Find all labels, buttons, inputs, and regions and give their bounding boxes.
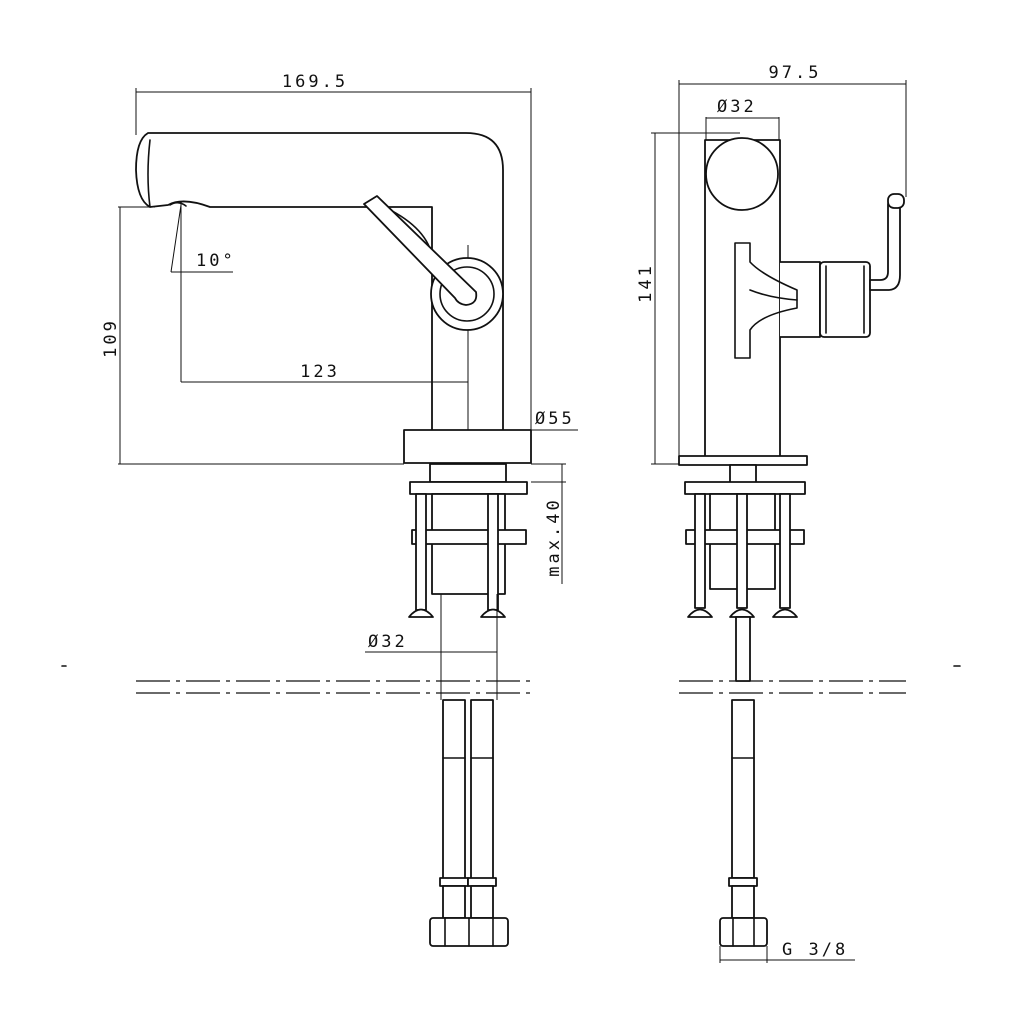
thread-label: G 3/8 — [782, 940, 848, 960]
dimension-thread: G 3/8 — [719, 940, 855, 963]
dimension-width: 169.5 — [135, 72, 532, 440]
dimension-deck: max.40 — [531, 463, 566, 584]
dimension-depth: 97.5 — [678, 63, 907, 463]
angle-label: 10° — [196, 251, 236, 271]
spout-diameter-label: Ø32 — [717, 97, 757, 117]
side-body — [704, 137, 821, 461]
side-base-plate — [678, 455, 808, 466]
side-hose — [719, 616, 768, 947]
aerator-angle: 10° — [169, 201, 236, 382]
side-view: 97.5 Ø32 141 — [636, 63, 907, 963]
dimension-side-height: 141 — [636, 132, 740, 465]
base-plate: Ø55 — [403, 409, 578, 464]
side-mounting — [684, 464, 806, 618]
side-lever — [819, 193, 905, 338]
deck-thickness-label: max.40 — [544, 497, 564, 576]
base-diameter-label: Ø55 — [535, 409, 575, 429]
dimension-width-label: 169.5 — [282, 72, 348, 92]
dimension-depth-label: 97.5 — [769, 63, 822, 83]
dimension-reach-label: 123 — [300, 362, 340, 382]
dimension-tail: Ø32 — [365, 594, 498, 700]
dimension-height-label: 109 — [101, 318, 121, 358]
dimension-side-height-label: 141 — [636, 263, 656, 303]
front-view: 169.5 109 10° 123 — [101, 72, 578, 947]
dimension-height: 109 — [101, 206, 404, 465]
front-hoses — [429, 699, 509, 947]
front-lever — [363, 195, 504, 331]
tail-diameter-label: Ø32 — [368, 632, 408, 652]
dimension-reach: 123 — [181, 245, 469, 430]
front-mounting — [408, 463, 528, 618]
